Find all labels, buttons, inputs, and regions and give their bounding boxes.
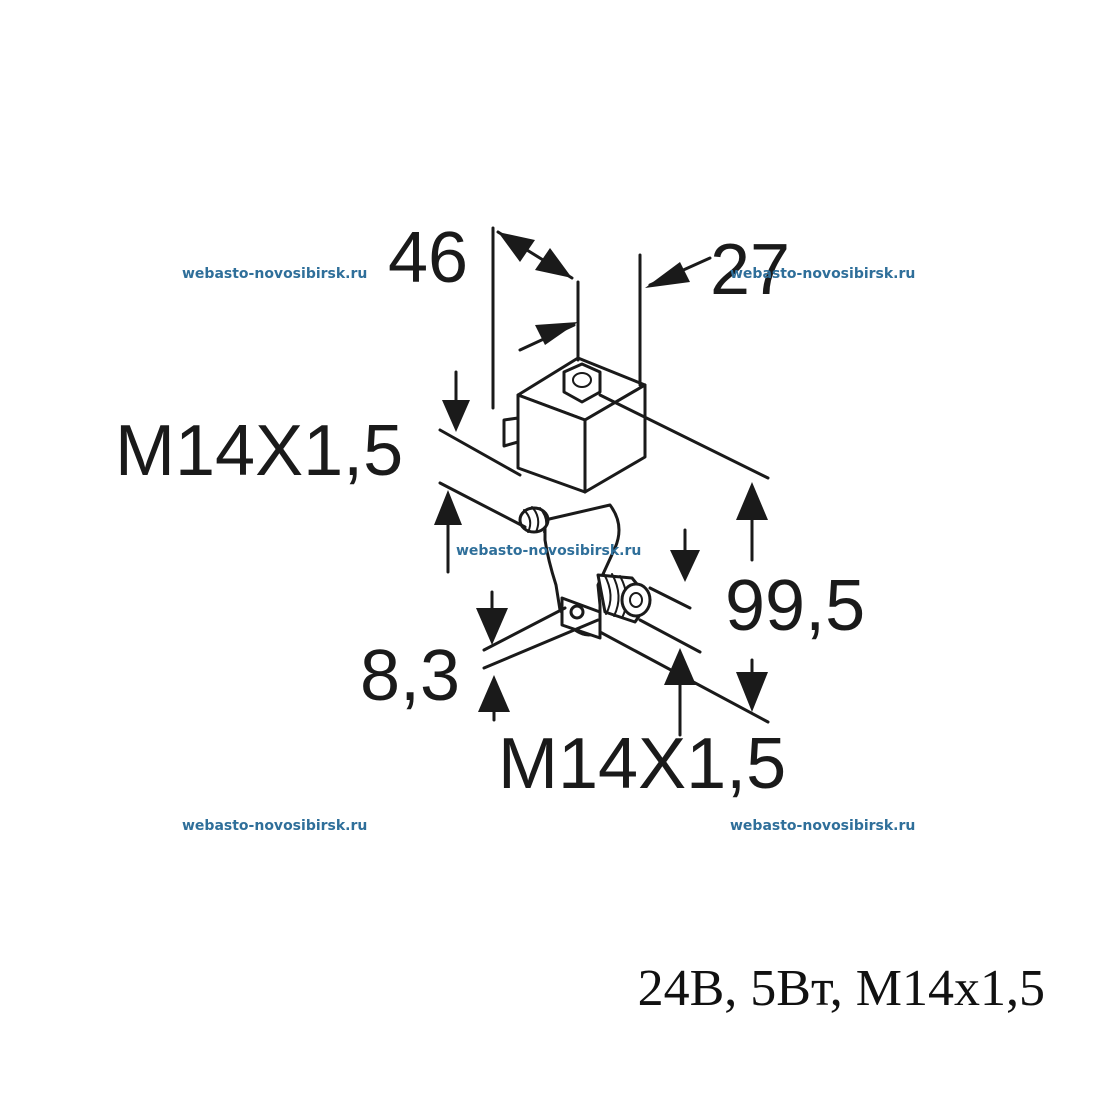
upper-thread-port: [518, 506, 550, 534]
watermark-top-left: webasto-novosibirsk.ru: [182, 266, 367, 282]
top-nut: [562, 362, 602, 404]
dim-46-label: 46: [388, 218, 468, 298]
solenoid-valve: [502, 356, 652, 640]
spec-caption: 24В, 5Вт, М14х1,5: [638, 960, 1045, 1017]
watermark-center: webasto-novosibirsk.ru: [456, 543, 641, 559]
dimension-lines: [434, 226, 770, 737]
dim-8-3-label: 8,3: [360, 636, 460, 716]
dim-thread-bottom-label: M14X1,5: [498, 724, 786, 804]
dim-27-label: 27: [710, 230, 790, 310]
connector-tab: [502, 416, 520, 448]
mounting-hole: [569, 604, 585, 620]
dim-thread-top-label: M14X1,5: [115, 411, 403, 491]
watermark-bottom-right: webasto-novosibirsk.ru: [730, 818, 915, 834]
watermark-bottom-left: webasto-novosibirsk.ru: [182, 818, 367, 834]
coil-right-face: [583, 383, 647, 494]
lower-thread-port: [596, 573, 652, 624]
dim-99-5-label: 99,5: [725, 566, 865, 646]
watermark-top-right: webasto-novosibirsk.ru: [730, 266, 915, 282]
